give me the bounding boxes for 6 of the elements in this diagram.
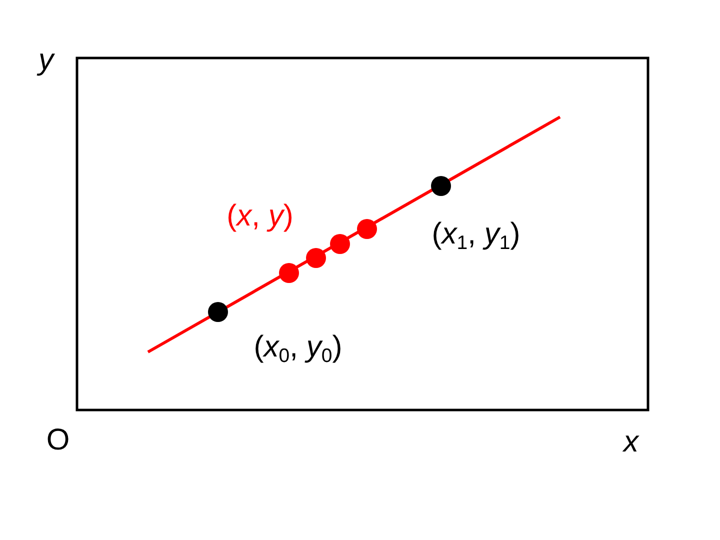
point-label: (x$_{1}$, y$_{1}$) [432,217,520,255]
point-label: (x$_{0}$, y$_{0}$) [254,330,342,368]
origin-label: O [46,424,70,456]
axis-label: x [624,426,638,458]
axis-label: y [38,44,54,76]
point-label: (x, y) [226,200,294,232]
